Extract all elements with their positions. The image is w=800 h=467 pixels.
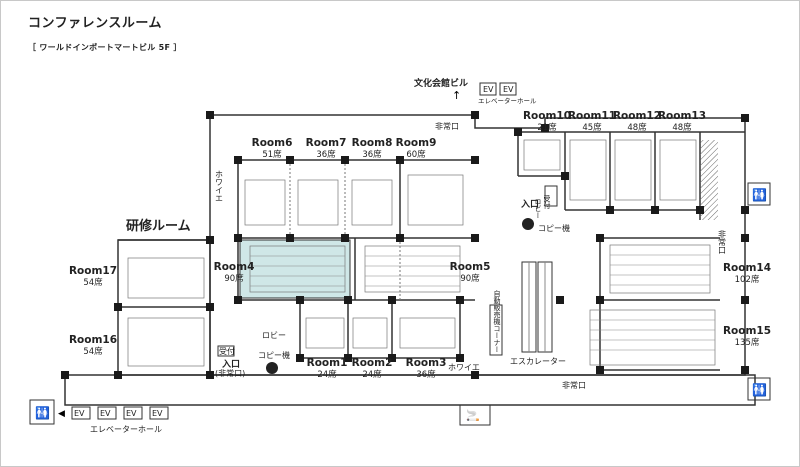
elevators-bottom [29, 182, 771, 426]
room-name-room16: Room16 [69, 334, 117, 346]
room-seats-room3: 36席 [416, 369, 436, 380]
room-labels: Room124席Room224席Room336席Room490席Room590席… [69, 110, 771, 380]
north-arrow-icon: ↑ [452, 89, 461, 102]
restroom-icon-right-top: 🚻 [752, 188, 767, 202]
room-seats-room10: 21席 [537, 122, 557, 133]
page-title: コンファレンスルーム [28, 16, 162, 31]
elevator-hall-top: エレベーターホール [478, 96, 537, 105]
escalator-label: エスカレーター [510, 357, 566, 366]
exit-top: 非常口 [435, 121, 459, 131]
room-name-room3: Room3 [406, 357, 447, 369]
page-subtitle: ［ ワールドインポートマートビル 5F ］ [28, 43, 182, 52]
seat-rows [250, 254, 715, 351]
pillars [61, 111, 749, 379]
room-name-room8: Room8 [352, 137, 393, 149]
lobby-right: ロビー [534, 198, 542, 219]
ev-bottom-2: EV [100, 409, 111, 418]
room-name-room4: Room4 [214, 261, 255, 273]
walls [64, 114, 756, 406]
room4-highlight [239, 239, 351, 299]
ev-top-2: EV [503, 85, 514, 94]
room-seats-room11: 45席 [582, 122, 602, 133]
copy-label-right: コピー機 [538, 223, 570, 233]
foyer-bottom: ホワイエ [448, 363, 480, 372]
ev-bottom-1: EV [74, 409, 85, 418]
room-seats-room5: 90席 [460, 273, 480, 284]
foyer-left: ホワイエ [215, 170, 224, 202]
room-name-room17: Room17 [69, 265, 117, 277]
room-name-room14: Room14 [723, 262, 771, 274]
exit-right: 非常口 [718, 229, 727, 254]
room-name-room12: Room12 [613, 110, 661, 122]
room-name-room5: Room5 [450, 261, 491, 273]
vending-label: 自動販売機コーナー [493, 289, 501, 353]
room-name-room10: Room10 [523, 110, 571, 122]
room-seats-room7: 36席 [316, 149, 336, 160]
escalator [521, 261, 553, 353]
seat-grids [127, 139, 716, 367]
room-name-room1: Room1 [307, 357, 348, 369]
room-name-room9: Room9 [396, 137, 437, 149]
room13-service-hatch [700, 140, 718, 220]
room-seats-room16: 54席 [83, 346, 103, 357]
kenshu-label: 研修ルーム [126, 218, 191, 234]
room-seats-room8: 36席 [362, 149, 382, 160]
room-seats-room14: 102席 [735, 274, 760, 285]
room-seats-room12: 48席 [627, 122, 647, 133]
room-seats-room9: 60席 [406, 149, 426, 160]
room-seats-room15: 135席 [735, 337, 760, 348]
arrow-left-icon: ◀ [58, 409, 65, 419]
room-name-room13: Room13 [658, 110, 706, 122]
elevators-top [479, 82, 517, 96]
room-seats-room13: 48席 [672, 122, 692, 133]
elevator-hall-bottom: エレベーターホール [90, 425, 162, 434]
entrance-left-sub: (非常口) [215, 368, 245, 378]
ev-top-1: EV [483, 85, 494, 94]
room-seats-room1: 24席 [317, 369, 337, 380]
reception-left: 受付 [219, 346, 235, 356]
room-name-room6: Room6 [252, 137, 293, 149]
restroom-icon-right-bottom: 🚻 [752, 383, 767, 397]
room-seats-room2: 24席 [362, 369, 382, 380]
room-name-room15: Room15 [723, 325, 771, 337]
room-name-room2: Room2 [352, 357, 393, 369]
exit-bottom: 非常口 [562, 380, 586, 390]
room-seats-room6: 51席 [262, 149, 282, 160]
copy-label-left: コピー機 [258, 350, 290, 360]
room-seats-room4: 90席 [224, 273, 244, 284]
ev-bottom-3: EV [126, 409, 137, 418]
vending-machines [489, 304, 503, 356]
entrance-left: 入口 [221, 359, 240, 370]
room-seats-room17: 54席 [83, 277, 103, 288]
lobby-label: ロビー [262, 331, 286, 340]
bunka-label: 文化会館ビル [413, 77, 468, 89]
entrance-right: 入口 [520, 199, 539, 210]
smoking-icon: 🚬 [466, 409, 480, 422]
ev-bottom-4: EV [152, 409, 163, 418]
restroom-icon-left: 🚻 [35, 406, 50, 420]
room-name-room11: Room11 [568, 110, 616, 122]
room-name-room7: Room7 [306, 137, 347, 149]
reception-right: 受付 [543, 194, 551, 210]
